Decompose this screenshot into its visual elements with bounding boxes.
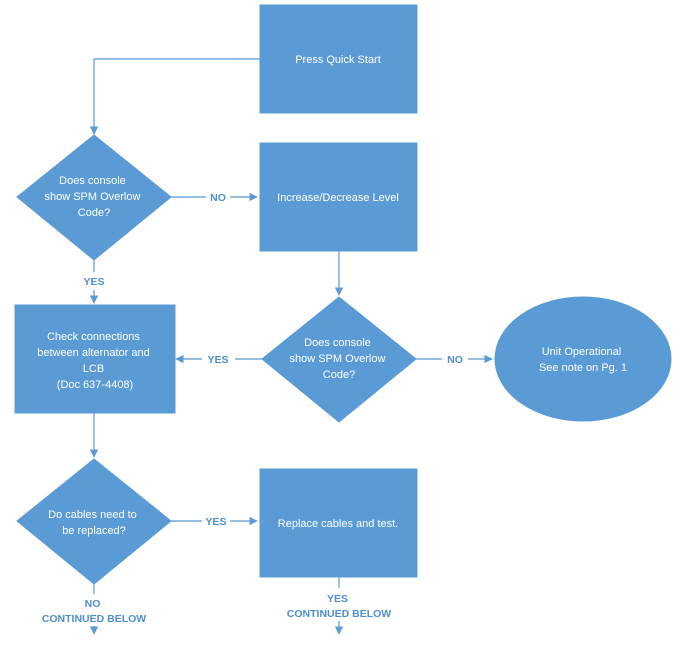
node-decision-3: Do cables need to be replaced? bbox=[16, 458, 172, 585]
edge-label-d2-yes: YES bbox=[207, 354, 228, 366]
node-decision-1: Does console show SPM Overlow Code? bbox=[16, 134, 172, 261]
node-check-connections: Check connections between alternator and… bbox=[14, 304, 176, 414]
connectors bbox=[89, 58, 492, 635]
node-label: show SPM Overlow bbox=[44, 191, 140, 203]
node-label: (Doc 637-4408) bbox=[57, 379, 133, 391]
edge-label-d1-no: NO bbox=[210, 192, 226, 204]
node-quick-start: Press Quick Start bbox=[259, 4, 418, 114]
node-label: Does console bbox=[304, 337, 371, 349]
svg-text:Do cables need to be rep: Do cables need to be replaced? bbox=[48, 509, 140, 537]
node-decision-2: Does console show SPM Overlow Code? bbox=[261, 296, 417, 423]
decision-diamond bbox=[16, 458, 172, 585]
svg-text:Increase/Decrease Level: Increase/Decrease Level bbox=[277, 192, 399, 204]
svg-text:Does console show SPM Ov: Does console show SPM Overlow Code? bbox=[44, 175, 143, 219]
node-label: Do cables need to bbox=[48, 509, 137, 521]
node-label: Increase/Decrease Level bbox=[277, 192, 399, 204]
process-box bbox=[259, 142, 418, 252]
connector-start-to-decision-1 bbox=[89, 58, 260, 135]
decision-diamond bbox=[261, 296, 417, 423]
svg-text:Replace cables and test.: Replace cables and test. bbox=[278, 518, 398, 530]
node-label: show SPM Overlow bbox=[289, 353, 385, 365]
node-adjust-level: Increase/Decrease Level bbox=[259, 142, 418, 252]
node-label: Code? bbox=[323, 369, 355, 381]
node-label: Press Quick Start bbox=[295, 54, 381, 66]
svg-text:Does console show SPM Ov: Does console show SPM Overlow Code? bbox=[289, 337, 388, 381]
node-label: See note on Pg. 1 bbox=[539, 362, 627, 374]
node-label: Check connections bbox=[47, 331, 140, 343]
node-label: be replaced? bbox=[62, 525, 126, 537]
process-box bbox=[14, 304, 176, 414]
node-replace-cables: Replace cables and test. bbox=[259, 468, 418, 578]
node-label: between alternator and bbox=[37, 347, 150, 359]
edge-label-d3-no: NO CONTINUED BELOW bbox=[42, 598, 147, 625]
edge-label-d3-yes: YES bbox=[205, 516, 226, 528]
edge-label-replace-yes: YES CONTINUED BELOW bbox=[287, 593, 392, 620]
node-label: Replace cables and test. bbox=[278, 518, 398, 530]
terminal-ellipse bbox=[494, 296, 672, 422]
edge-label-d2-no: NO bbox=[447, 354, 463, 366]
svg-text:Unit Operational See not: Unit Operational See note on Pg. 1 bbox=[539, 346, 627, 374]
process-box bbox=[259, 4, 418, 114]
node-label: Does console bbox=[59, 175, 126, 187]
edge-label-d1-yes: YES bbox=[83, 276, 104, 288]
svg-text:Press Quick Start: Press Quick Start bbox=[295, 54, 381, 66]
svg-text:Check connections betwee: Check connections between alternator and… bbox=[37, 331, 153, 391]
decision-diamond bbox=[16, 134, 172, 261]
node-label: LCB bbox=[83, 363, 104, 375]
node-label: Code? bbox=[78, 207, 110, 219]
node-label: Unit Operational bbox=[542, 346, 622, 358]
node-unit-operational: Unit Operational See note on Pg. 1 bbox=[494, 296, 672, 422]
process-box bbox=[259, 468, 418, 578]
